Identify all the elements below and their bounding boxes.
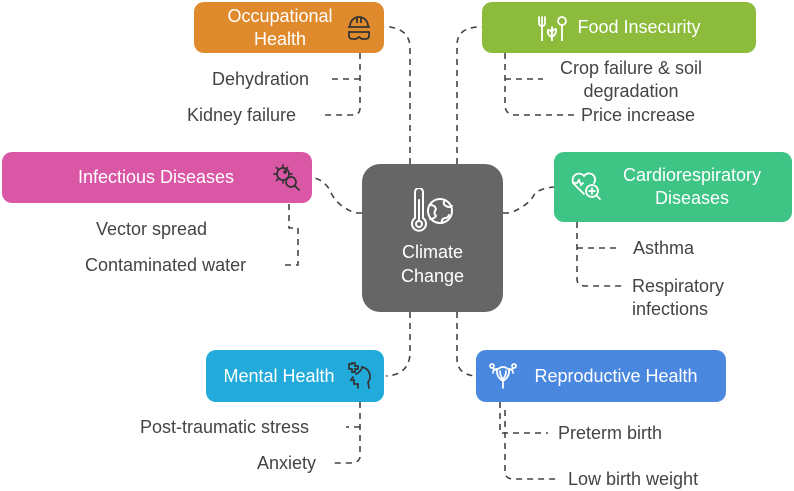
leaf-asthma: Asthma — [633, 238, 695, 258]
branch-infectious-diseases[interactable]: Infectious Diseases — [2, 152, 312, 203]
branch-mental-health[interactable]: Mental Health — [206, 350, 384, 402]
leaf-low-birth-weight: Low birth weight — [568, 469, 699, 489]
branch-reproductive-health[interactable]: Reproductive Health — [476, 350, 726, 402]
branch-reproductive-label: Reproductive Health — [534, 365, 698, 386]
connector-center-mental — [385, 312, 411, 377]
connector-infectious-leaves — [280, 204, 299, 266]
heart-health-search-icon — [570, 170, 602, 202]
branch-cardiorespiratory-diseases[interactable]: Cardiorespiratory Diseases — [554, 152, 792, 222]
head-plus-icon — [344, 361, 374, 391]
leaf-post-traumatic-stress: Post-traumatic stress — [140, 417, 310, 437]
connector-cardio-leaves — [576, 222, 623, 287]
leaf-dehydration: Dehydration — [212, 69, 310, 89]
connector-center-food — [456, 26, 484, 164]
branch-occupational-label: Occupational Health — [227, 5, 333, 49]
connector-mental-leaves — [330, 402, 361, 464]
branch-cardio-label: Cardiorespiratory Diseases — [622, 165, 762, 208]
virus-magnifier-icon — [272, 163, 302, 193]
branch-food-insecurity[interactable]: Food Insecurity — [482, 2, 756, 53]
leaf-contaminated-water: Contaminated water — [85, 255, 247, 275]
leaf-crop-failure: Crop failure & soil degradation — [559, 58, 703, 101]
leaf-vector-spread: Vector spread — [96, 219, 208, 239]
branch-food-label: Food Insecurity — [577, 17, 701, 37]
hard-hat-goggles-icon — [346, 14, 372, 42]
leaf-price-increase: Price increase — [581, 105, 696, 125]
branch-occupational-health[interactable]: Occupational Health — [194, 2, 384, 53]
center-label: Climate Change — [400, 242, 465, 286]
branch-infectious-label: Infectious Diseases — [77, 167, 235, 187]
branch-mental-label: Mental Health — [223, 365, 335, 386]
connector-center-infectious — [311, 177, 362, 214]
leaf-preterm-birth: Preterm birth — [558, 423, 663, 443]
connector-food-leaves — [504, 53, 576, 116]
connector-occupational-leaves — [320, 53, 361, 116]
fork-plant-spoon-icon — [537, 15, 568, 41]
thermometer-globe-icon — [409, 187, 457, 240]
uterus-icon — [488, 361, 518, 391]
leaf-respiratory-infections: Respiratory infections — [632, 276, 725, 319]
connector-center-cardio — [503, 186, 555, 214]
connector-center-reproductive — [456, 312, 477, 377]
center-node-climate-change: Climate Change — [362, 164, 503, 312]
connector-reproductive-leaves — [499, 402, 558, 480]
leaf-kidney-failure: Kidney failure — [187, 105, 297, 125]
leaf-anxiety: Anxiety — [257, 453, 317, 473]
connector-center-occupational — [384, 26, 411, 164]
